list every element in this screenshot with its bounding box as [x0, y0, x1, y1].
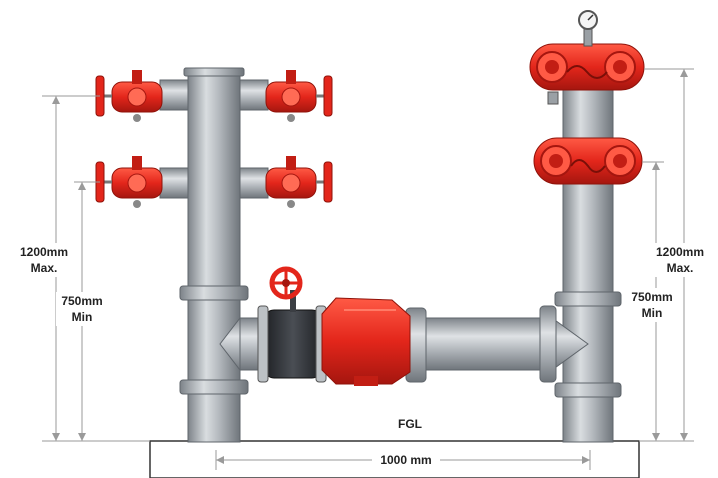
- gate-valve: [257, 266, 327, 383]
- pressure-gauge-icon: [578, 10, 598, 47]
- left-max-label: 1200mm: [20, 245, 68, 259]
- left-riser-pipe: [179, 67, 249, 443]
- landing-valve-lower-right: [239, 156, 333, 208]
- left-min-label: 750mm: [61, 294, 102, 308]
- right-max-suffix: Max.: [667, 261, 694, 275]
- landing-valve-upper-right: [239, 70, 333, 122]
- landing-valve-lower-left: [95, 156, 189, 208]
- right-max-label: 1200mm: [656, 245, 704, 259]
- check-valve-icon: [321, 297, 411, 386]
- right-min-label: 750mm: [631, 290, 672, 304]
- twin-outlet-lower: [533, 137, 643, 185]
- left-min-suffix: Min: [72, 310, 93, 324]
- hand-wheel-icon: [269, 266, 303, 300]
- right-riser-pipe: [554, 59, 622, 443]
- twin-outlet-upper: [529, 43, 645, 105]
- left-max-suffix: Max.: [31, 261, 58, 275]
- ground-level-label: FGL: [398, 417, 422, 431]
- right-min-suffix: Min: [642, 306, 663, 320]
- width-dimension-label: 1000 mm: [380, 453, 431, 467]
- landing-valve-upper-left: [95, 70, 189, 122]
